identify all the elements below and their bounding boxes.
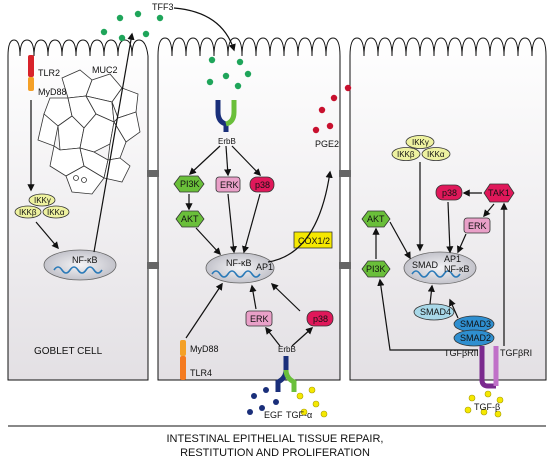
tff3-arrow — [173, 7, 236, 52]
tgf-alpha-dots — [296, 386, 328, 418]
nucleus-mid — [205, 252, 275, 284]
tak1 — [483, 183, 515, 203]
tff3-label: TFF3 — [152, 2, 174, 12]
erbb-receptor-bottom — [275, 356, 297, 392]
tgf-beta-label: TGF-β — [474, 402, 500, 412]
ikk-complex-right — [391, 135, 451, 161]
p38-right-label: p38 — [442, 188, 457, 198]
ikk-alpha-right: IKKα — [427, 150, 445, 159]
cox-label: COX1/2 — [298, 236, 330, 246]
ikk-beta-right: IKKβ — [397, 150, 415, 159]
ikk-alpha-left: IKKα — [47, 208, 65, 217]
pi3k-right-label: PI3K — [366, 264, 386, 274]
vesicle — [73, 175, 79, 181]
tight-junctions — [147, 170, 351, 269]
nucleus-right — [403, 251, 477, 285]
p38-mid-top — [249, 176, 275, 193]
tlr4-label: TLR4 — [190, 368, 212, 378]
smad2 — [453, 329, 495, 347]
ikk-gamma-left: IKKγ — [34, 196, 51, 205]
smad4-label: SMAD4 — [420, 307, 451, 317]
pi3k-mid-label: PI3K — [180, 179, 200, 189]
erbb-receptor-top — [215, 100, 237, 132]
p38-right — [435, 184, 463, 201]
ikk-gamma-right: IKKγ — [412, 138, 429, 147]
pge2-label: PGE2 — [315, 139, 339, 149]
tak1-label: TAK1 — [488, 188, 510, 198]
vesicle — [81, 177, 87, 183]
muc2-label: MUC2 — [92, 65, 118, 75]
tgf-beta-dots — [464, 390, 504, 418]
goblet-arrows — [27, 32, 135, 253]
middle-cell — [157, 37, 341, 381]
nfkb-mid-label: NF-κB — [226, 258, 252, 268]
right-arrows — [372, 162, 508, 351]
smad4 — [413, 303, 455, 321]
erk-mid-top-label: ERK — [220, 180, 239, 190]
smad3-label: SMAD3 — [460, 319, 491, 329]
akt-right-label: AKT — [367, 214, 385, 224]
middle-arrows — [185, 145, 333, 347]
myd88-bottom-label: MyD88 — [190, 344, 219, 354]
smad2-label: SMAD2 — [460, 333, 491, 343]
nfkb-right-label: NF-κB — [444, 264, 470, 274]
akt-mid — [175, 210, 205, 228]
nucleus-left — [43, 249, 117, 281]
caption-line-2: RESTITUTION AND PROLIFERATION — [180, 447, 370, 459]
erbb-bottom-label: ErbB — [278, 345, 296, 354]
tff3-dots — [100, 10, 252, 90]
erk-right — [463, 217, 491, 234]
tgfb-receptor — [479, 346, 499, 389]
caption-line-1: INTESTINAL EPITHELIAL TISSUE REPAIR, — [166, 433, 383, 445]
mucin-granules — [37, 69, 141, 195]
erk-mid-bottom — [245, 310, 273, 327]
tlr2-label: TLR2 — [38, 68, 60, 78]
myd88-label-top: MyD88 — [38, 87, 67, 97]
tgf-alpha-label: TGF-α — [286, 410, 312, 420]
goblet-cell-label: GOBLET CELL — [34, 346, 103, 357]
nfkb-left-label: NF-κB — [72, 255, 98, 265]
ikk-complex-left — [14, 193, 70, 219]
erk-mid-bottom-label: ERK — [250, 314, 269, 324]
ap1-mid-label: AP1 — [256, 262, 273, 272]
tlr2-receptor — [28, 55, 34, 91]
erk-right-label: ERK — [468, 221, 487, 231]
smad-label: SMAD — [412, 260, 439, 270]
egf-label: EGF — [264, 410, 283, 420]
pi3k-right — [361, 260, 391, 278]
tlr4-receptor — [180, 340, 186, 380]
p38-mid-bottom-label: p38 — [313, 314, 328, 324]
ikk-beta-left: IKKβ — [19, 208, 37, 217]
akt-right — [361, 210, 391, 228]
pge2-dots — [312, 84, 352, 134]
p38-mid-bottom — [306, 310, 334, 327]
egf-dots — [247, 387, 279, 415]
p38-mid-top-label: p38 — [255, 180, 270, 190]
tgfbr1-label: TGFβRI — [500, 348, 532, 358]
pi3k-mid — [173, 175, 205, 193]
erk-mid-top — [215, 176, 241, 193]
akt-mid-label: AKT — [181, 214, 199, 224]
erbb-top-label: ErbB — [218, 137, 236, 146]
cox-box — [293, 231, 333, 249]
tgfbr2-label: TGFβRII — [444, 348, 479, 358]
ap1-right-label: AP1 — [444, 254, 461, 264]
